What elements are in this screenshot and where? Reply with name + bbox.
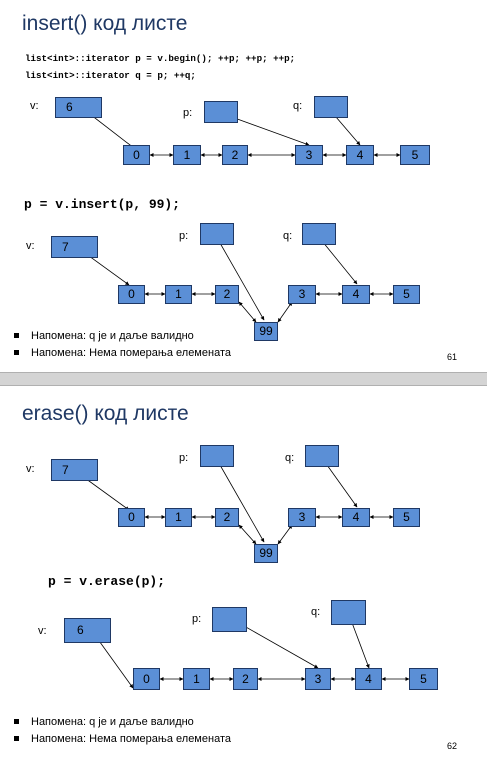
list-node: 1 <box>183 668 210 690</box>
note-item: Напомена: q је и даље валидно <box>14 327 231 344</box>
slide-erase: erase() код листе v: 7 p: q: 0 1 2 99 3 … <box>0 386 487 762</box>
list-node: 3 <box>288 508 316 527</box>
bullet-square-icon <box>14 333 19 338</box>
v-box: 7 <box>51 459 98 481</box>
p-label: p: <box>192 613 202 625</box>
slide-divider <box>0 372 487 386</box>
list-node: 5 <box>400 145 430 165</box>
q-box <box>314 96 348 118</box>
list-node: 5 <box>393 285 420 304</box>
v-box: 7 <box>51 236 98 258</box>
list-node: 4 <box>346 145 374 165</box>
q-label: q: <box>285 452 295 464</box>
notes-list: Напомена: q је и даље валидно Напомена: … <box>14 327 231 361</box>
q-label: q: <box>293 100 303 112</box>
list-node: 0 <box>133 668 160 690</box>
q-label: q: <box>283 230 293 242</box>
list-node: 2 <box>215 508 239 527</box>
list-node: 0 <box>118 285 145 304</box>
list-node: 3 <box>295 145 323 165</box>
code-line-1: list<int>::iterator p = v.begin(); ++p; … <box>25 53 296 64</box>
list-node: 3 <box>288 285 316 304</box>
link-99-3 <box>277 301 293 323</box>
list-node: 4 <box>342 508 370 527</box>
p-label: p: <box>179 452 189 464</box>
v-label: v: <box>30 100 39 112</box>
q-box <box>302 223 336 245</box>
bullet-square-icon <box>14 350 19 355</box>
list-node: 2 <box>215 285 239 304</box>
p-pointer-line <box>215 235 265 321</box>
v-box: 6 <box>64 618 111 643</box>
bullet-square-icon <box>14 719 19 724</box>
bullet-square-icon <box>14 736 19 741</box>
v-label: v: <box>38 625 47 637</box>
v-pointer-line <box>96 637 134 689</box>
v-label: v: <box>26 240 35 252</box>
list-node: 5 <box>409 668 438 690</box>
page-number: 62 <box>446 741 457 751</box>
link-2-99 <box>238 524 257 545</box>
note-item: Напомена: Нема померања елемената <box>14 344 231 361</box>
p-box <box>200 223 234 245</box>
list-node: 1 <box>165 285 192 304</box>
list-node: 2 <box>222 145 248 165</box>
p-pointer-line <box>215 457 265 543</box>
list-node: 4 <box>342 285 370 304</box>
q-box <box>331 600 366 625</box>
page-number: 61 <box>446 352 457 362</box>
code-line-2: list<int>::iterator q = p; ++q; <box>25 70 196 81</box>
slide-insert: insert() код листе list<int>::iterator p… <box>0 0 487 372</box>
q-box <box>305 445 339 467</box>
link-99-3 <box>277 524 293 545</box>
notes-list: Напомена: q је и даље валидно Напомена: … <box>14 713 231 747</box>
p-label: p: <box>179 230 189 242</box>
q-label: q: <box>311 606 321 618</box>
p-label: p: <box>183 107 193 119</box>
note-item: Напомена: Нема померања елемената <box>14 730 231 747</box>
new-list-node: 99 <box>254 544 278 563</box>
note-item: Напомена: q је и даље валидно <box>14 713 231 730</box>
list-node: 5 <box>393 508 420 527</box>
p-box <box>204 101 238 123</box>
list-node: 0 <box>118 508 145 527</box>
slide-title: insert() код листе <box>22 12 188 35</box>
erase-statement: p = v.erase(p); <box>48 574 166 589</box>
list-node: 2 <box>233 668 258 690</box>
link-2-99 <box>238 301 257 323</box>
slide-title: erase() код листе <box>22 402 189 425</box>
connector-lines <box>77 107 401 323</box>
list-node: 1 <box>165 508 192 527</box>
new-list-node: 99 <box>254 322 278 341</box>
v-label: v: <box>26 463 35 475</box>
list-node: 4 <box>355 668 382 690</box>
list-node: 3 <box>305 668 331 690</box>
p-box <box>212 607 247 632</box>
v-box: 6 <box>55 97 102 118</box>
list-node: 1 <box>173 145 201 165</box>
list-node: 0 <box>123 145 150 165</box>
p-box <box>200 445 234 467</box>
insert-statement: p = v.insert(p, 99); <box>24 197 181 212</box>
